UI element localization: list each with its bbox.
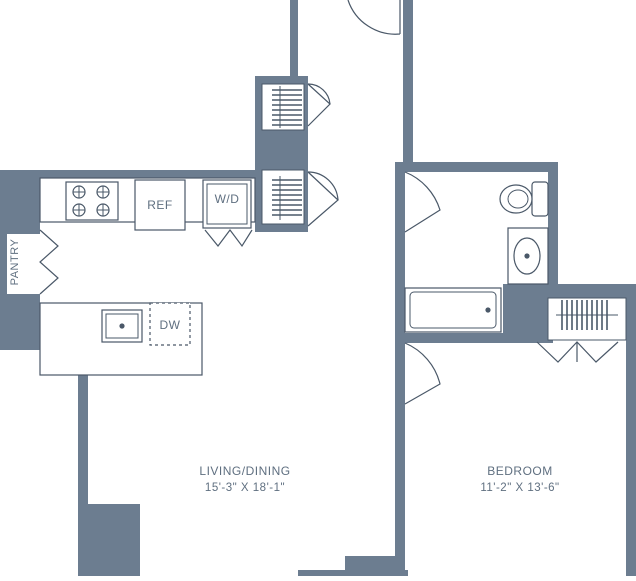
washer-dryer-label: W/D <box>214 192 240 206</box>
range <box>65 181 119 221</box>
living-room-name: LIVING/DINING <box>199 464 291 478</box>
refrigerator-label: REF <box>147 198 173 212</box>
bedroom-dims: 11'-2" X 13'-6" <box>480 482 560 494</box>
dishwasher-box <box>149 302 191 346</box>
kitchen <box>39 177 256 376</box>
dishwasher-label: DW <box>159 318 181 332</box>
toilet-tank <box>531 181 549 217</box>
closet-shelves <box>272 86 618 330</box>
bedroom-name: BEDROOM <box>487 464 553 478</box>
doors <box>39 0 619 405</box>
bathroom <box>404 181 549 333</box>
refrigerator-box <box>134 179 186 231</box>
living-room-dims: 15'-3" X 18'-1" <box>204 482 286 494</box>
pantry-label: PANTRY <box>9 238 21 286</box>
